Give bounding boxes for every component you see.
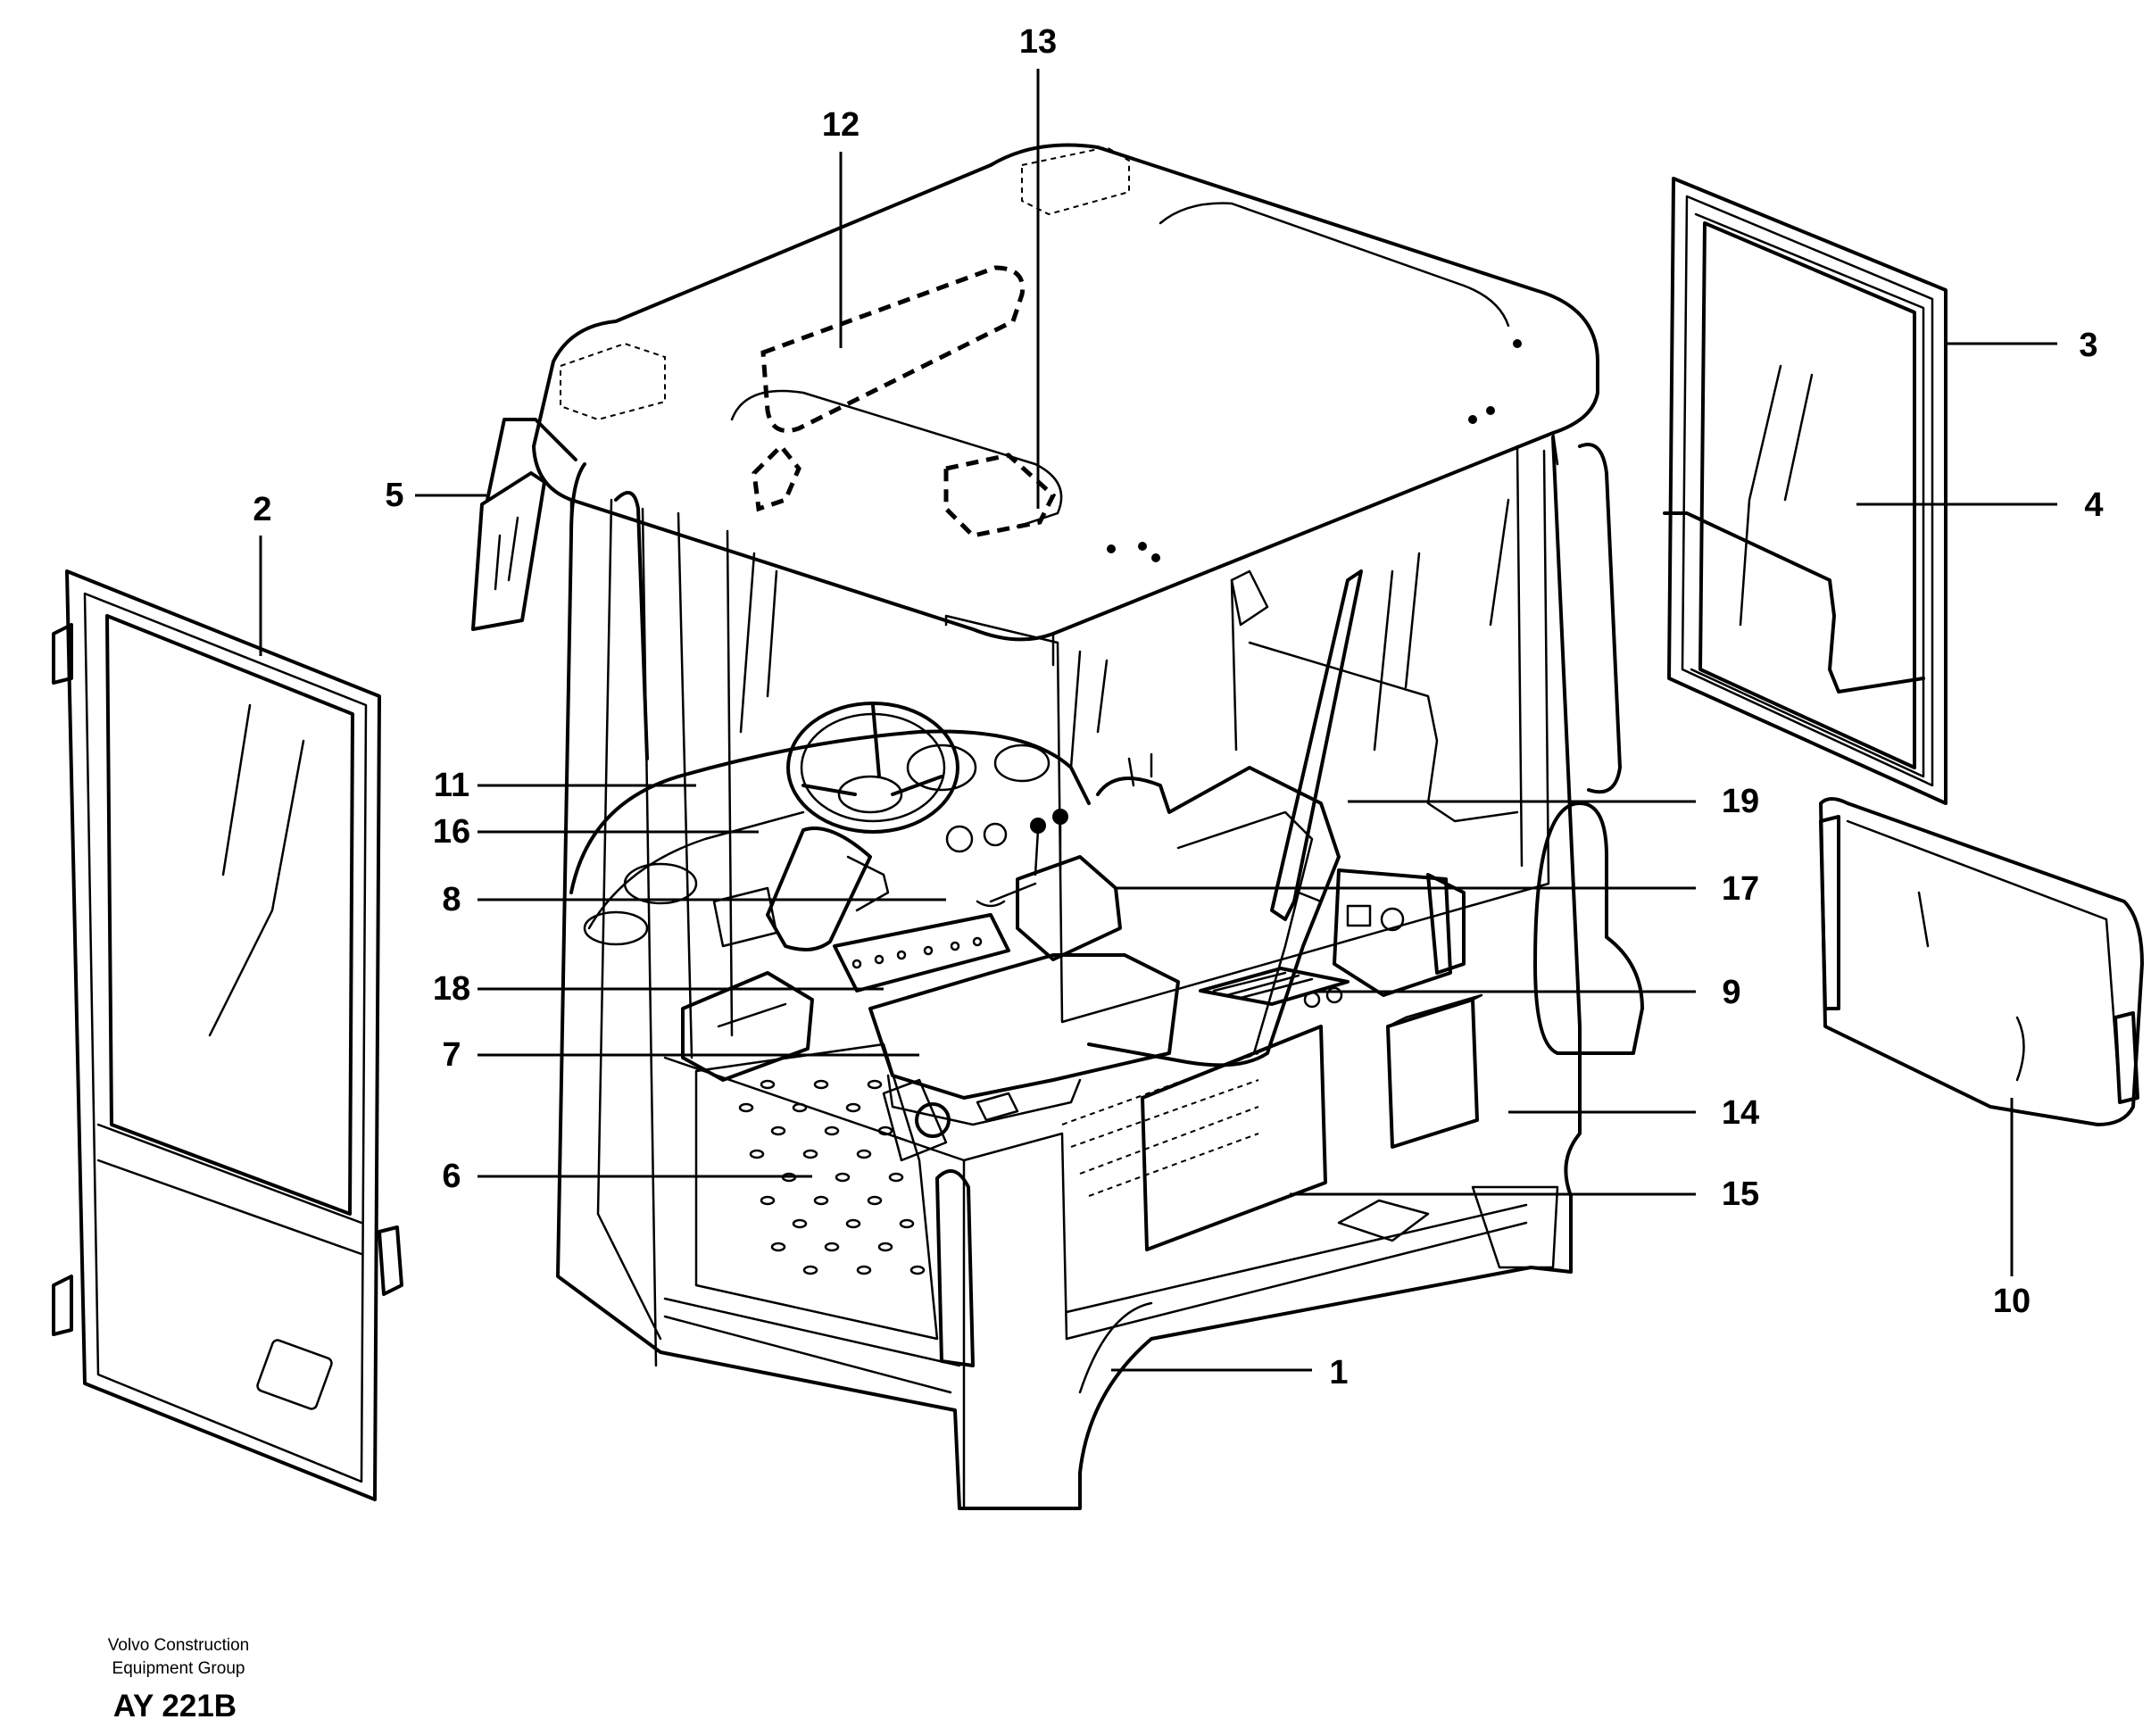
drawing-code: AY 221B (112, 1689, 237, 1724)
callout-18: 18 (432, 970, 471, 1008)
mat-dot (792, 1218, 808, 1229)
callout-9: 9 (1722, 974, 1741, 1011)
dashboard (569, 702, 1122, 1082)
callout-4: 4 (2084, 486, 2104, 524)
mat-dot (770, 1125, 786, 1136)
mat-dot (813, 1079, 829, 1090)
mat-dot (845, 1218, 861, 1229)
mirror-5 (471, 418, 577, 631)
window-3-4 (1663, 177, 1948, 805)
mat-dot (899, 1218, 915, 1229)
company-name-line1: Volvo Construction (107, 1636, 250, 1655)
mat-dot (856, 1149, 872, 1159)
operator-seat (868, 752, 1341, 1126)
mat-dot (867, 1079, 883, 1090)
mat-dot (877, 1125, 893, 1136)
side-panel-15 (1061, 993, 1483, 1251)
mat-dot (738, 1102, 754, 1113)
callout-1: 1 (1329, 1354, 1349, 1391)
callout-14: 14 (1721, 1094, 1760, 1132)
leader-lines (259, 69, 2057, 1372)
mat-dot (867, 1195, 883, 1206)
mat-dot (909, 1265, 926, 1275)
mat-dot (824, 1125, 840, 1136)
mat-dot (749, 1149, 765, 1159)
mat-dot (760, 1195, 776, 1206)
rear-post (1533, 802, 1644, 1055)
callout-8: 8 (442, 881, 461, 918)
company-name-line2: Equipment Group (112, 1659, 245, 1678)
callout-11: 11 (433, 767, 470, 804)
mat-dot (792, 1102, 808, 1113)
mat-dot (824, 1242, 840, 1252)
door-2 (52, 569, 403, 1501)
callout-17: 17 (1721, 870, 1760, 908)
callout-6: 6 (442, 1158, 461, 1195)
callout-2: 2 (253, 491, 272, 528)
mat-dot (835, 1172, 851, 1183)
mat-dot (877, 1242, 893, 1252)
mat-dot (760, 1079, 776, 1090)
display-panel-19 (1270, 569, 1466, 997)
mat-dot (813, 1195, 829, 1206)
callout-3: 3 (2079, 327, 2098, 364)
mat-dot (770, 1242, 786, 1252)
callout-10: 10 (1992, 1283, 2031, 1320)
callout-7: 7 (442, 1036, 461, 1074)
keypad-9 (1199, 967, 1350, 1009)
cab-roof (532, 143, 1599, 667)
mat-dot (845, 1102, 861, 1113)
callout-19: 19 (1721, 783, 1760, 820)
mat-dot (802, 1149, 818, 1159)
mat-dot (856, 1265, 872, 1275)
floor-mat (694, 1042, 1019, 1367)
callout-16: 16 (432, 813, 471, 851)
mat-dot (802, 1265, 818, 1275)
cab-body (556, 436, 1622, 1510)
callout-13: 13 (1018, 23, 1058, 61)
callout-12: 12 (821, 106, 860, 144)
callout-5: 5 (385, 477, 404, 514)
callout-15: 15 (1721, 1175, 1760, 1213)
mat-dot (888, 1172, 904, 1183)
cover-10 (1819, 797, 2144, 1126)
